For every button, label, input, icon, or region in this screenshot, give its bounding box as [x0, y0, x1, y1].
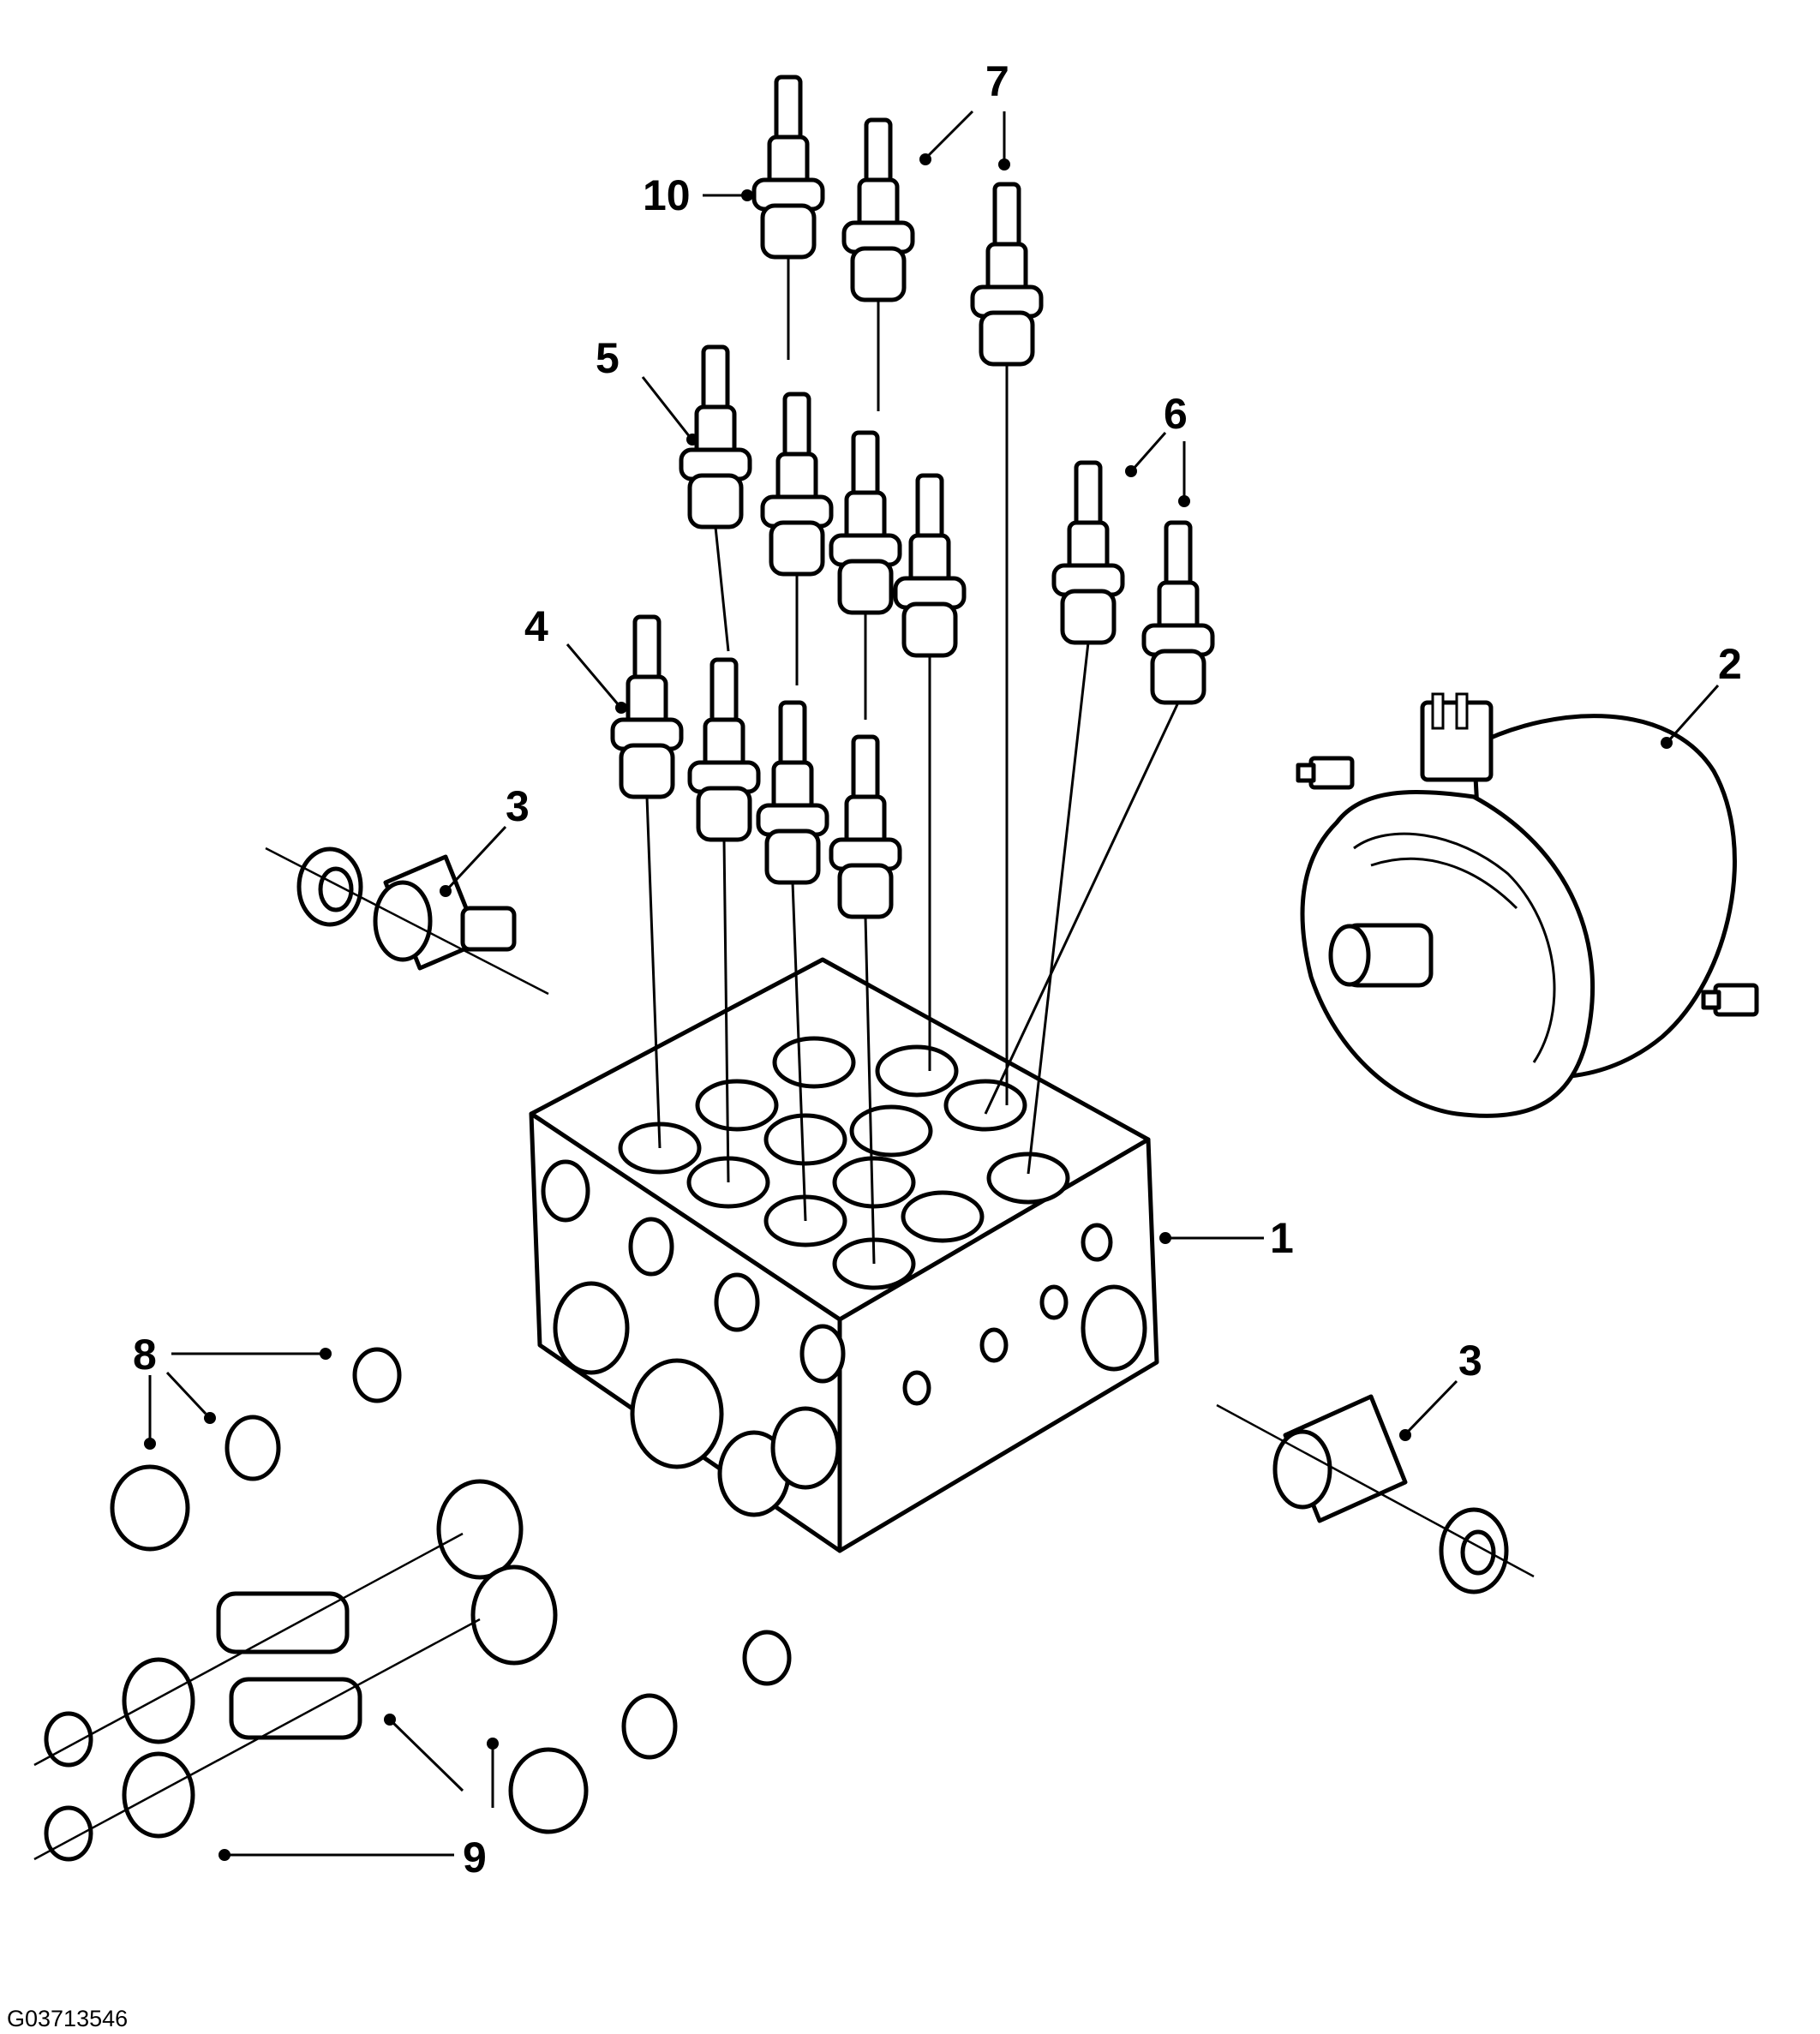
- solenoid-valve: [679, 344, 752, 652]
- callout-5: 5: [596, 334, 620, 382]
- lower-left-components: [33, 1347, 792, 1862]
- leader-lines: [144, 110, 1720, 1861]
- figure-id: G03713546: [7, 2006, 128, 2031]
- valve-cartridge-lower-right: [1216, 1394, 1535, 1594]
- solenoid-valve: [893, 473, 967, 1071]
- callout-4: 4: [524, 602, 548, 650]
- solenoid-valve: [751, 75, 825, 360]
- callout-7: 7: [985, 57, 1009, 105]
- block-left-ports: [541, 1159, 846, 1517]
- callout-1: 1: [1270, 1214, 1294, 1262]
- solenoid-valve: [687, 657, 761, 1183]
- callout-labels: 1 2 3 3 4 5 6 7 8 9 10: [133, 57, 1742, 1881]
- callout-9: 9: [463, 1834, 487, 1881]
- pump-motor: [1296, 692, 1759, 1118]
- valve-cartridge-upper-left: [265, 847, 549, 996]
- solenoid-valves: [610, 75, 1215, 1265]
- callout-6: 6: [1164, 390, 1188, 438]
- solenoid-valve: [610, 614, 684, 1149]
- block-top-bores: [618, 1036, 1070, 1290]
- hydraulic-valve-block: [529, 957, 1159, 1553]
- motor-bolt-lower: [1701, 983, 1759, 1017]
- callout-3-lower: 3: [1458, 1337, 1482, 1385]
- callout-10: 10: [643, 171, 691, 219]
- solenoid-valve: [829, 430, 902, 720]
- solenoid-valve: [970, 182, 1044, 1105]
- solenoid-valve: [984, 520, 1215, 1115]
- motor-bolt-upper: [1296, 756, 1355, 790]
- callout-8: 8: [133, 1331, 157, 1379]
- callout-2: 2: [1718, 640, 1742, 688]
- solenoid-valve: [756, 700, 829, 1222]
- solenoid-valve: [829, 734, 902, 1265]
- solenoid-valve: [760, 392, 834, 685]
- solenoid-valve: [841, 117, 915, 411]
- callout-3-upper: 3: [506, 782, 530, 830]
- solenoid-valve: [1027, 460, 1125, 1175]
- block-right-ports: [902, 1223, 1147, 1406]
